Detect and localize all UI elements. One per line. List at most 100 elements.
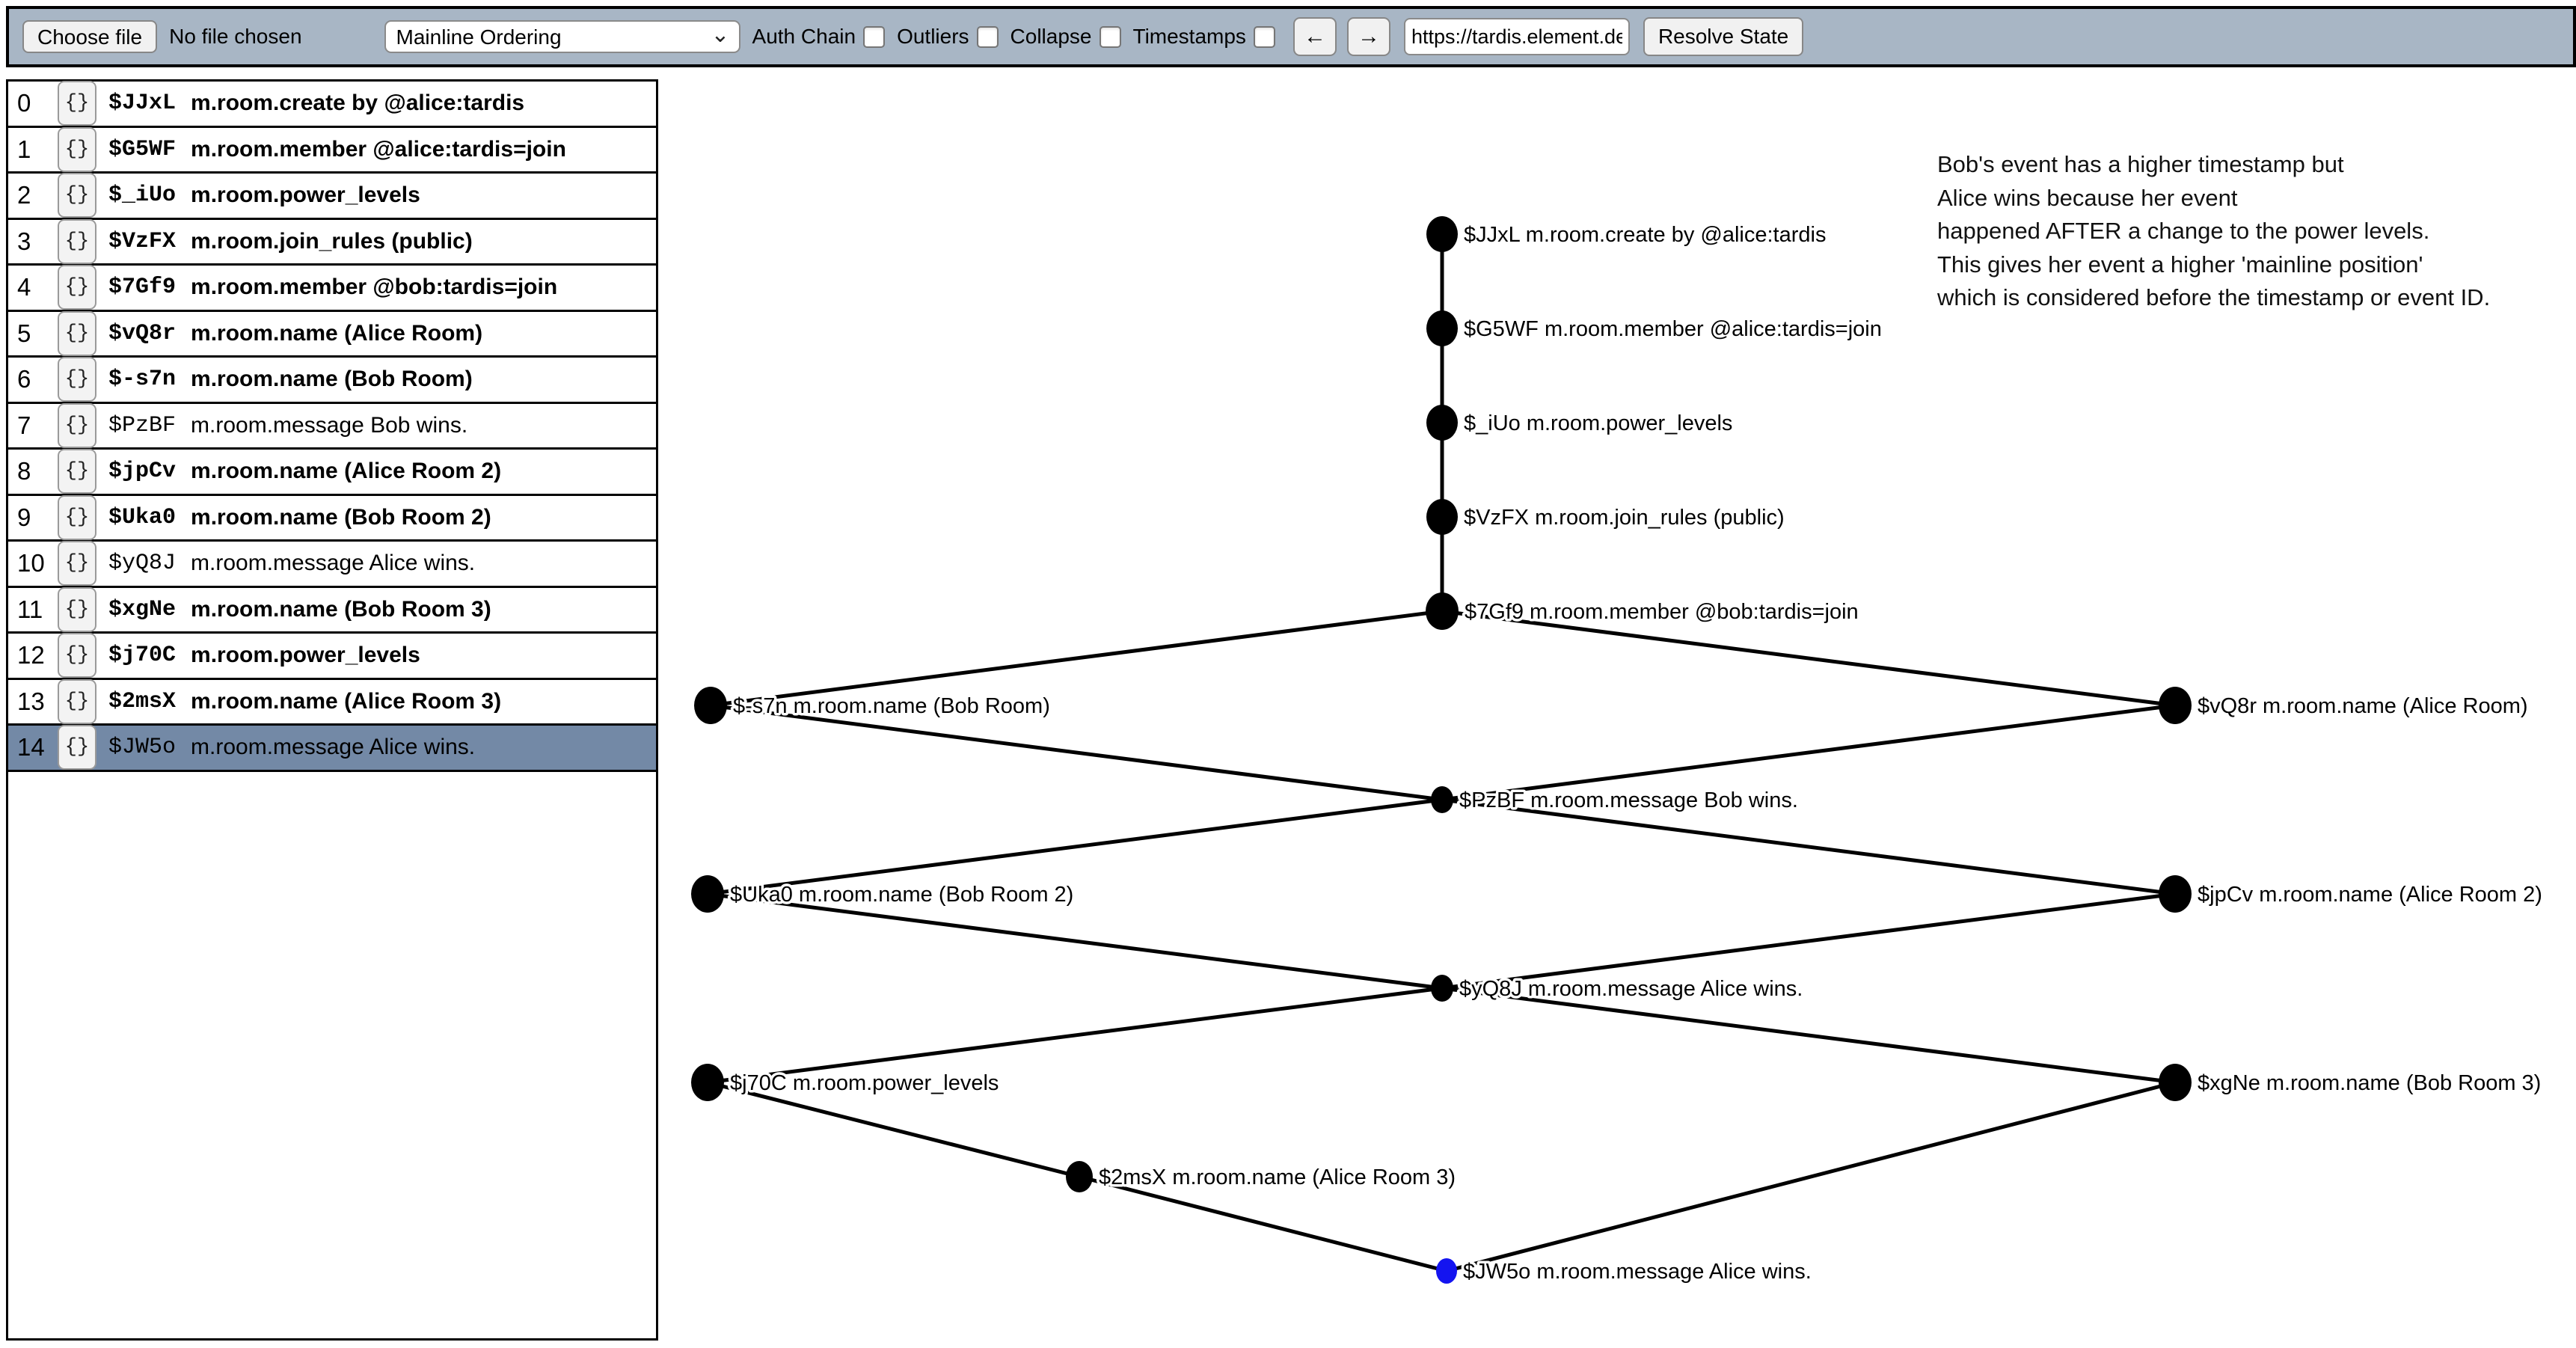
- event-id: $Uka0: [108, 504, 177, 530]
- expand-json-button[interactable]: {}: [58, 725, 96, 770]
- graph-edge: [1441, 703, 2176, 802]
- event-description: m.room.join_rules (public): [191, 228, 473, 254]
- event-description: m.room.member @bob:tardis=join: [191, 275, 558, 300]
- expand-json-button[interactable]: {}: [58, 494, 96, 540]
- event-list-row[interactable]: 3 {} $VzFX m.room.join_rules (public): [8, 218, 656, 266]
- graph-node-label: $PzBF m.room.message Bob wins.: [1459, 788, 1798, 812]
- timestamps-checkbox[interactable]: [1253, 25, 1275, 48]
- graph-node-$xgNe[interactable]: [2159, 1064, 2192, 1101]
- event-index: 5: [17, 319, 31, 347]
- event-id: $PzBF: [108, 412, 177, 438]
- graph-node-$_iUo[interactable]: [1426, 405, 1458, 441]
- graph-node-$VzFX[interactable]: [1426, 499, 1458, 535]
- graph-edge: [710, 703, 1443, 802]
- expand-json-button[interactable]: {}: [58, 126, 96, 172]
- event-id: $JW5o: [108, 735, 177, 761]
- event-list-row[interactable]: 1 {} $G5WF m.room.member @alice:tardis=j…: [8, 126, 656, 174]
- event-list-row[interactable]: 14 {} $JW5o m.room.message Alice wins.: [8, 725, 656, 772]
- expand-json-button[interactable]: {}: [58, 310, 96, 356]
- event-list-row[interactable]: 10 {} $yQ8J m.room.message Alice wins.: [8, 541, 656, 588]
- event-id: $j70C: [108, 643, 177, 669]
- expand-json-button[interactable]: {}: [58, 218, 96, 264]
- graph-edge: [707, 797, 1443, 896]
- ordering-select[interactable]: Mainline Ordering: [384, 20, 740, 53]
- event-description: m.room.power_levels: [191, 643, 420, 668]
- expand-json-button[interactable]: {}: [58, 541, 96, 586]
- event-list-row[interactable]: 12 {} $j70C m.room.power_levels: [8, 633, 656, 680]
- event-id: $vQ8r: [108, 320, 177, 346]
- back-button[interactable]: ←: [1292, 17, 1337, 56]
- graph-node-$PzBF[interactable]: [1431, 786, 1453, 813]
- graph-node-$JJxL[interactable]: [1426, 216, 1458, 252]
- event-list-row[interactable]: 11 {} $xgNe m.room.name (Bob Room 3): [8, 586, 656, 634]
- expand-json-button[interactable]: {}: [58, 449, 96, 494]
- event-id: $_iUo: [108, 183, 177, 209]
- event-index: 10: [17, 549, 45, 578]
- collapse-checkbox[interactable]: [1099, 25, 1121, 48]
- graph-edge: [1441, 892, 2176, 990]
- graph-node-label: $7Gf9 m.room.member @bob:tardis=join: [1465, 600, 1859, 624]
- graph-node-$JW5o[interactable]: [1436, 1258, 1457, 1284]
- choose-file-button[interactable]: Choose file: [22, 20, 158, 53]
- graph-node-$7Gf9[interactable]: [1426, 592, 1459, 630]
- graph-edge: [1446, 1080, 2176, 1273]
- expand-json-button[interactable]: {}: [58, 586, 96, 632]
- event-index: 1: [17, 135, 31, 163]
- graph-node-label: $_iUo m.room.power_levels: [1464, 411, 1732, 435]
- forward-button[interactable]: →: [1346, 17, 1390, 56]
- event-id: $yQ8J: [108, 551, 177, 577]
- event-list-row[interactable]: 4 {} $7Gf9 m.room.member @bob:tardis=joi…: [8, 265, 656, 312]
- event-description: m.room.name (Alice Room 3): [191, 688, 502, 714]
- auth-chain-label: Auth Chain: [752, 25, 856, 48]
- expand-json-button[interactable]: {}: [58, 678, 96, 724]
- graph-node-$vQ8r[interactable]: [2159, 687, 2192, 724]
- graph-node-$j70C[interactable]: [691, 1064, 724, 1101]
- graph-node-label: $xgNe m.room.name (Bob Room 3): [2198, 1071, 2541, 1095]
- graph-node-$jpCv[interactable]: [2159, 875, 2192, 913]
- graph-node-label: $j70C m.room.power_levels: [730, 1071, 999, 1095]
- graph-node-label: $Uka0 m.room.name (Bob Room 2): [730, 883, 1073, 907]
- event-description: m.room.name (Bob Room 2): [191, 504, 491, 530]
- graph-node-label: $G5WF m.room.member @alice:tardis=join: [1464, 317, 1882, 341]
- graph-node-label: $2msX m.room.name (Alice Room 3): [1099, 1165, 1456, 1189]
- file-status-text: No file chosen: [169, 25, 302, 48]
- event-list-row[interactable]: 9 {} $Uka0 m.room.name (Bob Room 2): [8, 494, 656, 542]
- event-list-row[interactable]: 0 {} $JJxL m.room.create by @alice:tardi…: [8, 81, 656, 128]
- event-list-row[interactable]: 13 {} $2msX m.room.name (Alice Room 3): [8, 678, 656, 726]
- expand-json-button[interactable]: {}: [58, 173, 96, 218]
- graph-node-$2msX[interactable]: [1066, 1161, 1093, 1192]
- toolbar: Choose file No file chosen Mainline Orde…: [6, 6, 2576, 67]
- annotation-line: This gives her event a higher 'mainline …: [1937, 251, 2423, 278]
- collapse-label: Collapse: [1010, 25, 1092, 48]
- graph-edge: [1079, 1174, 1447, 1273]
- event-index: 11: [17, 595, 43, 623]
- annotation-line: Bob's event has a higher timestamp but: [1937, 151, 2344, 177]
- expand-json-button[interactable]: {}: [58, 265, 96, 310]
- event-list-row[interactable]: 6 {} $-s7n m.room.name (Bob Room): [8, 357, 656, 404]
- graph-node-$Uka0[interactable]: [691, 875, 724, 913]
- graph-node-$yQ8J[interactable]: [1431, 975, 1453, 1002]
- server-url-input[interactable]: [1403, 18, 1630, 55]
- expand-json-button[interactable]: {}: [58, 357, 96, 402]
- outliers-checkbox[interactable]: [976, 25, 999, 48]
- event-index: 14: [17, 733, 45, 762]
- event-list-row[interactable]: 8 {} $jpCv m.room.name (Alice Room 2): [8, 449, 656, 496]
- expand-json-button[interactable]: {}: [58, 81, 96, 126]
- event-list-row[interactable]: 7 {} $PzBF m.room.message Bob wins.: [8, 402, 656, 450]
- graph-edge: [707, 1080, 1080, 1179]
- ordering-select-wrap: Mainline Ordering ⌄: [384, 20, 740, 53]
- auth-chain-checkbox[interactable]: [863, 25, 886, 48]
- expand-json-button[interactable]: {}: [58, 402, 96, 448]
- graph-node-$-s7n[interactable]: [694, 687, 727, 724]
- event-list-row[interactable]: 2 {} $_iUo m.room.power_levels: [8, 173, 656, 220]
- annotation-line: happened AFTER a change to the power lev…: [1937, 218, 2430, 244]
- resolve-state-button[interactable]: Resolve State: [1643, 17, 1804, 56]
- event-description: m.room.name (Bob Room 3): [191, 596, 491, 622]
- annotation-line: which is considered before the timestamp…: [1937, 284, 2491, 310]
- graph-edge: [707, 892, 1443, 990]
- expand-json-button[interactable]: {}: [58, 633, 96, 678]
- event-index: 7: [17, 411, 31, 439]
- graph-node-$G5WF[interactable]: [1426, 310, 1458, 346]
- event-id: $7Gf9: [108, 275, 177, 301]
- event-list-row[interactable]: 5 {} $vQ8r m.room.name (Alice Room): [8, 310, 656, 358]
